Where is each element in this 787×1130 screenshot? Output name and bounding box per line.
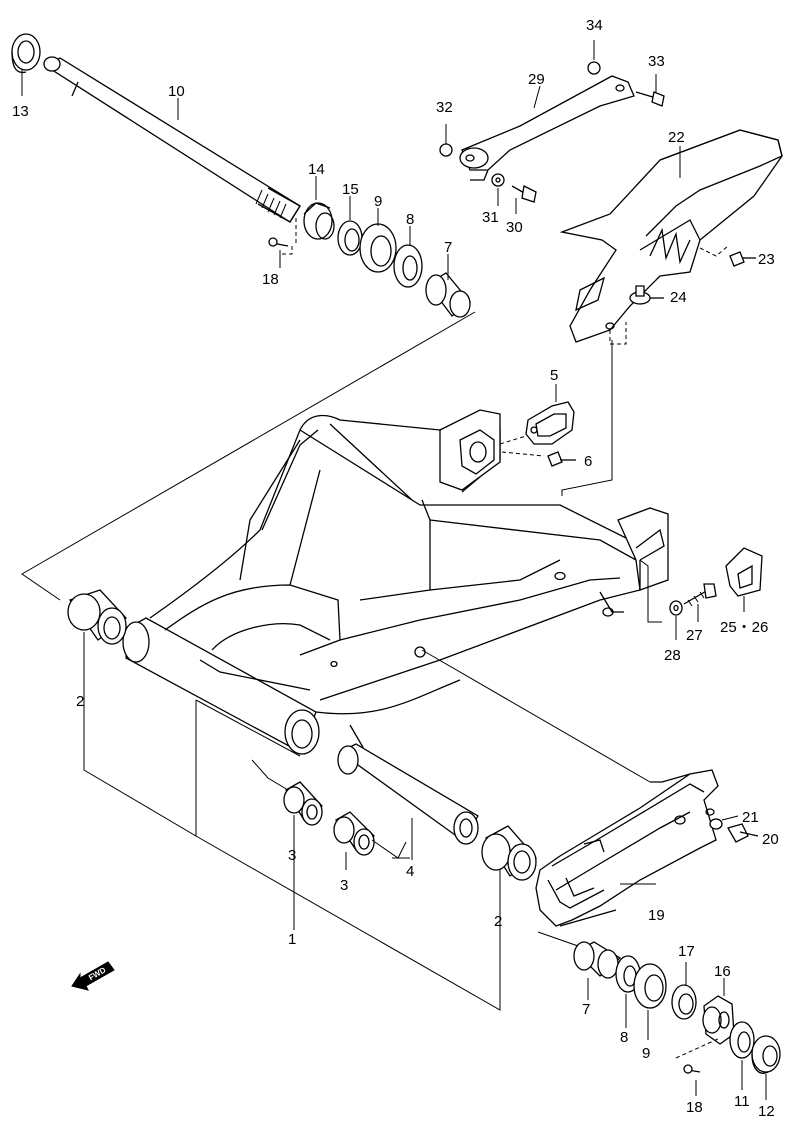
part-24-grommet <box>629 285 664 305</box>
label-34: 34 <box>586 17 603 34</box>
part-21-washer <box>709 815 739 830</box>
swingarm-body <box>122 409 669 757</box>
part-5-plate <box>499 384 575 445</box>
part-2-bushing-left <box>67 589 127 645</box>
part-9-bearing-bottom <box>633 963 667 1009</box>
label-25-26: 25・26 <box>720 619 768 636</box>
part-labels: 13 10 14 15 9 8 7 18 34 33 29 32 31 30 2… <box>12 17 779 1120</box>
assembly-lines-bottom <box>83 632 651 1011</box>
label-5: 5 <box>550 367 558 384</box>
label-2-right: 2 <box>494 913 502 930</box>
part-31-washer <box>491 173 505 187</box>
label-15: 15 <box>342 181 359 198</box>
part-2-bushing-right <box>481 825 537 881</box>
part-3-bushing-b <box>333 811 375 856</box>
part-6-screw <box>501 451 576 467</box>
part-33-bolt <box>635 74 665 107</box>
label-30: 30 <box>506 219 523 236</box>
label-20: 20 <box>762 831 779 848</box>
part-23-bolt <box>729 251 756 267</box>
part-25-26-adjuster <box>725 547 763 612</box>
label-12: 12 <box>758 1103 775 1120</box>
label-32: 32 <box>436 99 453 116</box>
label-23: 23 <box>758 251 775 268</box>
part-4-inner-sleeve <box>337 743 479 845</box>
label-16: 16 <box>714 963 731 980</box>
label-9-top: 9 <box>374 193 382 210</box>
part-18-bolt-bottom <box>675 1037 721 1096</box>
part-34-nut <box>587 40 601 75</box>
part-22-chain-cover <box>559 129 783 345</box>
part-27-bolt <box>683 583 717 622</box>
label-11: 11 <box>734 1093 750 1110</box>
label-3-b: 3 <box>340 877 348 894</box>
assembly-line-adjuster <box>639 559 662 623</box>
part-7-spacer-top <box>425 272 471 318</box>
part-14-collar <box>303 202 335 240</box>
part-18-bolt-top <box>268 218 297 255</box>
label-18-top: 18 <box>262 271 279 288</box>
part-20-bolt <box>727 823 759 843</box>
part-8-washer-top <box>393 244 423 288</box>
label-27: 27 <box>686 627 703 644</box>
label-19: 19 <box>648 907 665 924</box>
part-12-nut <box>751 1035 781 1074</box>
assembly-line-cover <box>561 340 613 496</box>
label-7-top: 7 <box>444 239 452 256</box>
label-14: 14 <box>308 161 325 178</box>
label-21: 21 <box>742 809 759 826</box>
label-10: 10 <box>168 83 185 100</box>
label-2-left: 2 <box>76 693 84 710</box>
part-19-chain-case <box>535 769 719 927</box>
part-3-bushing-a <box>283 781 323 826</box>
part-29-bracket <box>459 75 635 181</box>
label-17: 17 <box>678 943 695 960</box>
label-29: 29 <box>528 71 545 88</box>
label-7-bottom: 7 <box>582 1001 590 1018</box>
label-24: 24 <box>670 289 687 306</box>
part-7-spacer-bottom <box>573 941 622 979</box>
leader-lines <box>21 70 767 1100</box>
label-13: 13 <box>12 103 29 120</box>
label-9-bottom: 9 <box>642 1045 650 1062</box>
label-28: 28 <box>664 647 681 664</box>
label-18-bottom: 18 <box>686 1099 703 1116</box>
part-10-pivot-shaft <box>43 56 301 223</box>
part-30-bolt <box>511 185 537 203</box>
fwd-arrow-icon: FWD <box>71 961 115 991</box>
part-11-washer <box>729 1021 755 1059</box>
label-3-a: 3 <box>288 847 296 864</box>
label-31: 31 <box>482 209 499 226</box>
label-6: 6 <box>584 453 592 470</box>
part-16-collar <box>702 978 735 1045</box>
label-33: 33 <box>648 53 665 70</box>
assembly-line-pivot <box>21 311 476 601</box>
label-22: 22 <box>668 129 685 146</box>
assembly-line-stack <box>537 931 579 947</box>
label-1: 1 <box>288 931 296 948</box>
part-15-seal <box>337 220 363 256</box>
part-17-seal <box>671 962 697 1020</box>
part-13-nut <box>11 33 41 74</box>
part-9-bearing-top <box>359 223 397 273</box>
label-8-bottom: 8 <box>620 1029 628 1046</box>
part-28-washer <box>669 600 683 640</box>
part-32-nut <box>439 124 453 157</box>
label-4: 4 <box>406 863 414 880</box>
label-8-top: 8 <box>406 211 414 228</box>
